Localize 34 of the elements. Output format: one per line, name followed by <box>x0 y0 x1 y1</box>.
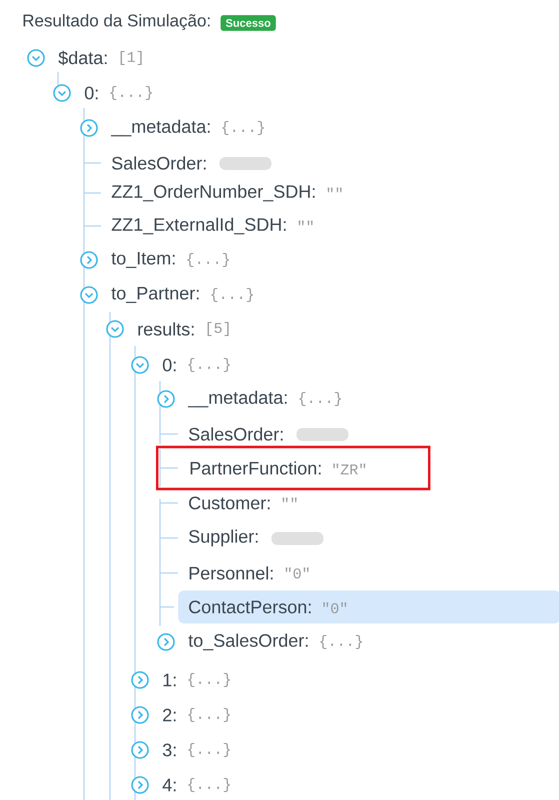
key-label: results: <box>138 322 194 336</box>
key-label: SalesOrder: <box>112 156 206 170</box>
value-text: [5] <box>208 322 229 336</box>
value-text: {...} <box>188 778 230 792</box>
key-label: ZZ1_OrderNumber_SDH: <box>112 184 315 202</box>
value-text: {...} <box>187 253 229 267</box>
key-label: to_Partner: <box>111 287 199 303</box>
value-text: {...} <box>188 743 230 757</box>
selected-row: ContactPerson: "0" <box>178 590 559 624</box>
value-text: "" <box>298 220 313 226</box>
value-text: {...} <box>188 358 230 372</box>
value-text: {...} <box>188 708 230 722</box>
key-label: 0: <box>162 358 176 372</box>
status-badge: Sucesso <box>220 15 276 31</box>
key-label: 2: <box>163 708 176 722</box>
value-text: {...} <box>222 121 264 135</box>
value-text: {...} <box>299 392 341 406</box>
key-label: 3: <box>162 744 176 756</box>
key-label: 1: <box>164 674 176 686</box>
key-label: __metadata: <box>188 390 287 408</box>
key-label: to_Item: <box>111 252 175 268</box>
title-text: Resultado da Simulação: <box>24 14 210 30</box>
key-label: 4: <box>162 778 176 792</box>
value-text: {...} <box>211 288 253 302</box>
value-text: {...} <box>110 86 152 100</box>
value-text: "" <box>328 188 342 192</box>
key-label: Supplier: <box>189 530 258 546</box>
highlight-box: PartnerFunction: "ZR" <box>156 446 430 490</box>
value-text: [1] <box>120 51 142 65</box>
key-label: $data: <box>58 50 107 66</box>
key-label: 0: <box>84 86 98 100</box>
value-text: {...} <box>188 673 230 687</box>
key-label: __metadata: <box>110 120 210 136</box>
key-label: ZZ1_ExternalId_SDH: <box>112 218 286 234</box>
